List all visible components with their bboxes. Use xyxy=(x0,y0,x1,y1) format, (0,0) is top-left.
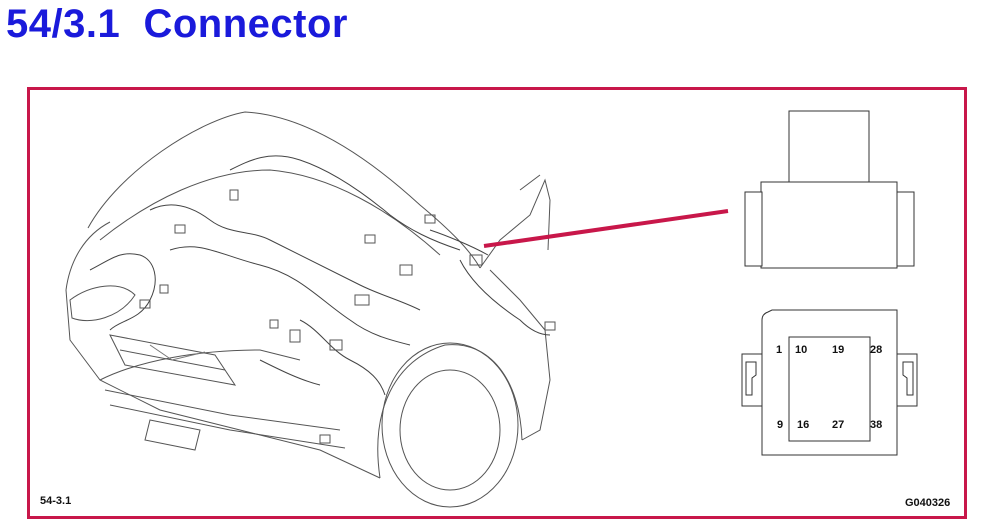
pin-19: 19 xyxy=(832,344,845,356)
pin-38: 38 xyxy=(870,419,883,431)
pin-10: 10 xyxy=(795,344,808,356)
connector-face-view xyxy=(741,309,918,456)
leader-line xyxy=(483,209,729,248)
figure-frame xyxy=(27,87,967,519)
page-title: 54/3.1 Connector xyxy=(6,2,348,46)
figure-code: G040326 xyxy=(905,497,951,509)
pin-1: 1 xyxy=(776,344,783,356)
pin-27: 27 xyxy=(832,419,845,431)
car-illustration xyxy=(65,111,556,508)
pin-28: 28 xyxy=(870,344,883,356)
pin-9: 9 xyxy=(777,419,784,431)
figure-ref-label: 54-3.1 xyxy=(40,495,72,507)
connector-side-view xyxy=(744,110,915,269)
pin-16: 16 xyxy=(797,419,810,431)
